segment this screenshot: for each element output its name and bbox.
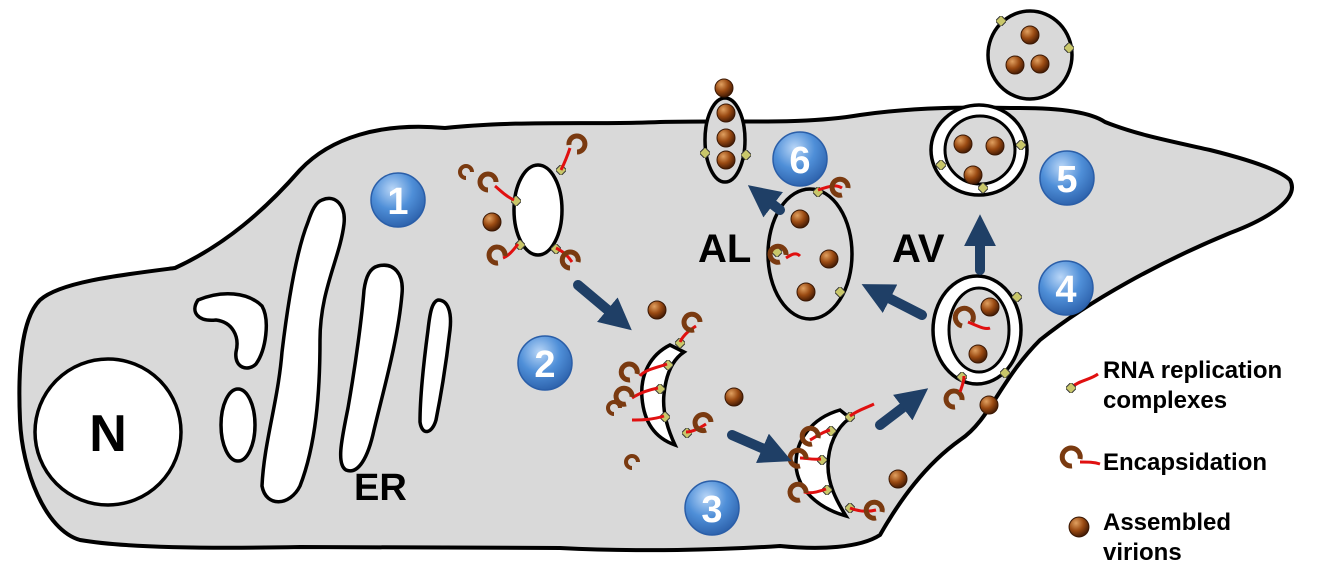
step-2-label: 2 (534, 344, 555, 386)
step-1-circle (370, 172, 426, 228)
released-vesicle (986, 9, 1074, 101)
step-1-label: 1 (387, 181, 408, 223)
legend-virions-line2: virions (1103, 539, 1182, 566)
rna-replication-complex-icon (1066, 372, 1099, 393)
step-2-circle (517, 335, 573, 391)
legend: RNA replication complexes Encapsidation … (1059, 357, 1282, 566)
nucleus (33, 357, 183, 507)
virion-icon (1068, 516, 1090, 538)
step-5-circle (1039, 150, 1095, 206)
step-3-circle (684, 480, 740, 536)
amphisome (766, 176, 854, 321)
step-5-label: 5 (1056, 159, 1077, 201)
step-4-label: 4 (1055, 269, 1076, 311)
legend-encapsidation: Encapsidation (1103, 449, 1267, 476)
arrow-1-to-2 (573, 280, 632, 331)
step-3-label: 3 (701, 489, 722, 531)
legend-replication-line2: complexes (1103, 387, 1227, 414)
autophagic-vacuole-4 (931, 274, 1023, 415)
step-4-circle (1038, 260, 1094, 316)
replication-vesicle (458, 133, 588, 271)
al-label: AL (698, 227, 751, 271)
av-label: AV (892, 227, 945, 271)
nucleus-label: N (89, 405, 127, 463)
curved-membrane-2 (606, 300, 744, 470)
arrow-al-to-6 (747, 185, 785, 218)
exit-vesicle (700, 78, 751, 184)
legend-replication-line1: RNA replication (1103, 357, 1282, 384)
arrow-2-to-3 (727, 430, 792, 463)
er-label: ER (354, 467, 407, 509)
step-6-circle (772, 131, 828, 187)
arrow-3-to-4 (875, 388, 929, 430)
legend-virions-line1: Assembled (1103, 509, 1231, 536)
cell-cytoplasm (17, 105, 1294, 553)
endoplasmic-reticulum (193, 196, 453, 504)
step-6-label: 6 (789, 140, 810, 182)
curved-membrane-3 (787, 402, 908, 521)
arrow-4-to-al (861, 284, 927, 320)
process-arrows (573, 185, 997, 463)
encapsidation-icon (1059, 445, 1101, 469)
autophagic-vacuole-5 (929, 103, 1029, 197)
step-markers: 1 2 3 4 5 6 (370, 131, 1095, 536)
